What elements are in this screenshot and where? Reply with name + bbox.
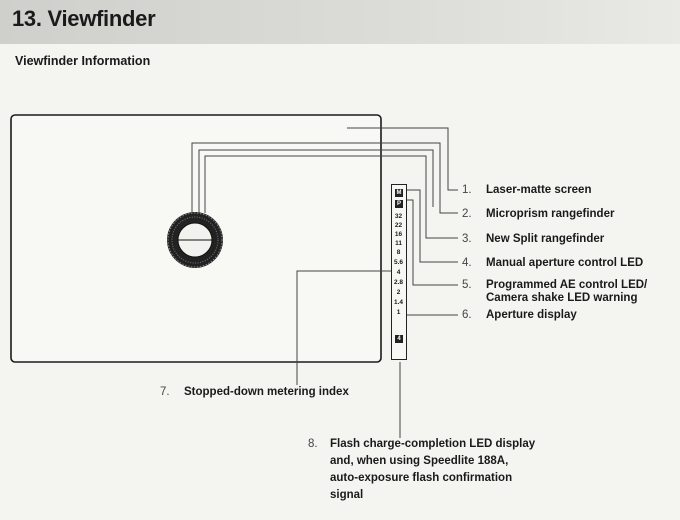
aperture-value: 22 [394, 222, 403, 229]
aperture-value: 2 [396, 289, 401, 296]
callout-7: 7.Stopped-down metering index [160, 386, 349, 398]
callout-5: 5.Programmed AE control LED/ Camera shak… [462, 279, 648, 304]
aperture-value: 11 [395, 240, 402, 247]
callout-6: 6.Aperture display [462, 309, 577, 321]
header-band [0, 0, 680, 44]
page-title: 13. Viewfinder [12, 6, 156, 31]
manual-led-indicator: M [395, 189, 403, 197]
aperture-value: 2.8 [393, 279, 404, 286]
aperture-value: 1.4 [393, 299, 404, 306]
leader-line-1 [347, 127, 458, 191]
callout-3: 3.New Split rangefinder [462, 233, 605, 245]
callout-4: 4.Manual aperture control LED [462, 257, 644, 269]
aperture-value: 32 [394, 213, 403, 220]
flash-led-indicator: 4 [395, 335, 403, 343]
callout-1: 1.Laser-matte screen [462, 184, 592, 196]
aperture-value: 1 [396, 309, 401, 316]
aperture-value: 16 [394, 231, 403, 238]
callout-2: 2.Microprism rangefinder [462, 208, 615, 220]
aperture-value: 8 [396, 249, 401, 256]
leader-line-2 [191, 142, 458, 214]
leader-line-3 [204, 155, 458, 239]
callout-8: 8.Flash charge-completion LED display an… [308, 438, 536, 501]
aperture-value: 5.6 [393, 259, 404, 266]
leader-line-5 [407, 199, 458, 286]
aperture-scale-strip: M P 32 22 16 11 8 5.6 4 2.8 2 1.4 1 4 [391, 184, 407, 360]
leader-line-7 [296, 270, 391, 385]
leader-line-4 [407, 189, 458, 263]
program-led-indicator: P [395, 200, 403, 208]
section-title: Viewfinder Information [15, 54, 151, 68]
aperture-value: 4 [396, 269, 401, 276]
